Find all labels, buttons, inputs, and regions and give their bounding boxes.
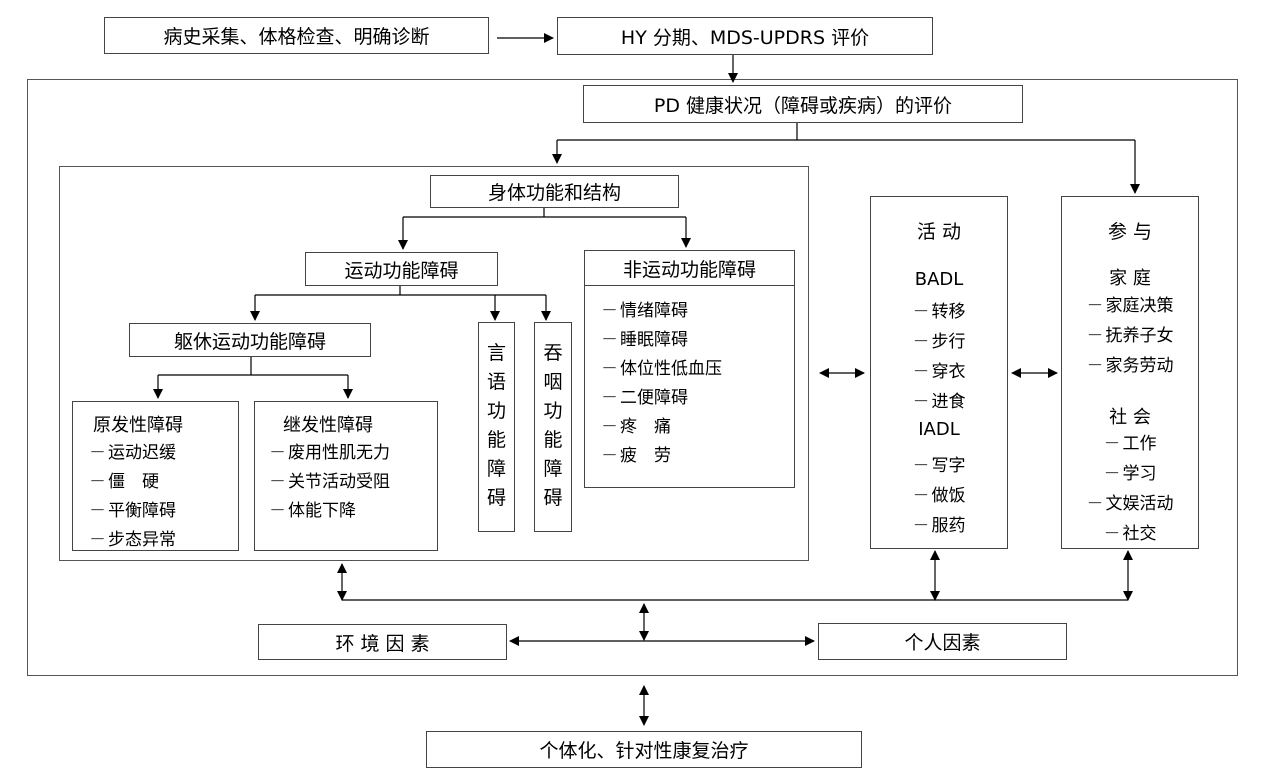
primary-disorder-box: 原发性障碍 运动迟缓 僵 硬 平衡障碍 步态异常: [72, 401, 239, 551]
list-item: 服药: [871, 511, 1007, 541]
nonmotor-dysfunction-header: 非运动功能障碍: [585, 251, 794, 286]
primary-disorder-list: 运动迟缓 僵 硬 平衡障碍 步态异常: [89, 439, 176, 555]
assessment-frame: [27, 79, 1238, 676]
environment-factors-box: 环 境 因 素: [258, 624, 507, 660]
list-item: 疼 痛: [601, 413, 722, 442]
list-item: 进食: [871, 387, 1007, 417]
motor-dysfunction-box: 运动功能障碍: [305, 252, 498, 286]
body-function-frame: [59, 166, 809, 561]
participation-title: 参 与: [1107, 221, 1153, 243]
list-item: 步态异常: [89, 526, 176, 555]
list-item: 抚养子女: [1062, 321, 1198, 351]
list-item: 社交: [1062, 519, 1198, 549]
personal-factors-box: 个人因素: [818, 623, 1067, 660]
secondary-disorder-title: 继发性障碍: [283, 415, 373, 436]
list-item: 穿衣: [871, 357, 1007, 387]
motor-dysfunction-label: 运动功能障碍: [344, 259, 459, 282]
list-item: 做饭: [871, 481, 1007, 511]
list-item: 转移: [871, 297, 1007, 327]
hy-staging-label: HY 分期、MDS-UPDRS 评价: [620, 26, 870, 49]
badl-label: BADL: [914, 269, 964, 290]
swallow-dysfunction-box: 吞 咽 功 能 障 碍: [534, 322, 572, 532]
speech-dysfunction-label: 言 语 功 能 障 碍: [486, 342, 506, 509]
list-item: 睡眠障碍: [601, 326, 722, 355]
list-item: 情绪障碍: [601, 297, 722, 326]
list-item: 写字: [871, 451, 1007, 481]
history-exam-diagnosis-label: 病史采集、体格检查、明确诊断: [163, 26, 430, 48]
iadl-label: IADL: [918, 419, 960, 440]
list-item: 疲 劳: [601, 442, 722, 471]
trunk-motor-dysfunction-box: 躯休运动功能障碍: [129, 323, 371, 357]
list-item: 运动迟缓: [89, 439, 176, 468]
activity-box: 活 动 BADL 转移 步行 穿衣 进食 IADL 写字 做饭 服药: [870, 196, 1008, 549]
secondary-disorder-list: 废用性肌无力 关节活动受阻 体能下降: [269, 439, 390, 526]
family-label: 家 庭: [1109, 268, 1151, 289]
body-function-box: 身体功能和结构: [430, 175, 679, 208]
iadl-list: 写字 做饭 服药: [871, 451, 1007, 541]
list-item: 体位性低血压: [601, 355, 722, 384]
treatment-label: 个体化、针对性康复治疗: [539, 740, 749, 762]
list-item: 平衡障碍: [89, 497, 176, 526]
body-function-label: 身体功能和结构: [487, 182, 621, 204]
list-item: 步行: [871, 327, 1007, 357]
pd-health-assessment-box: PD 健康状况（障碍或疾病）的评价: [583, 85, 1023, 123]
list-item: 二便障碍: [601, 384, 722, 413]
nonmotor-dysfunction-box: 非运动功能障碍 情绪障碍 睡眠障碍 体位性低血压 二便障碍 疼 痛 疲 劳: [584, 250, 795, 488]
list-item: 工作: [1062, 429, 1198, 459]
society-list: 工作 学习 文娱活动 社交: [1062, 429, 1198, 549]
list-item: 体能下降: [269, 497, 390, 526]
participation-box: 参 与 家 庭 家庭决策 抚养子女 家务劳动 社 会 工作 学习 文娱活动 社交: [1061, 196, 1199, 549]
secondary-disorder-box: 继发性障碍 废用性肌无力 关节活动受阻 体能下降: [254, 401, 438, 551]
environment-factors-label: 环 境 因 素: [335, 632, 430, 655]
primary-disorder-title: 原发性障碍: [93, 415, 183, 436]
personal-factors-label: 个人因素: [904, 632, 981, 654]
list-item: 家庭决策: [1062, 291, 1198, 321]
list-item: 家务劳动: [1062, 351, 1198, 381]
nonmotor-dysfunction-list: 情绪障碍 睡眠障碍 体位性低血压 二便障碍 疼 痛 疲 劳: [601, 297, 722, 471]
nonmotor-dysfunction-label: 非运动功能障碍: [622, 258, 756, 281]
hy-staging-box: HY 分期、MDS-UPDRS 评价: [557, 17, 933, 55]
trunk-motor-dysfunction-label: 躯休运动功能障碍: [173, 330, 326, 353]
pd-health-assessment-label: PD 健康状况（障碍或疾病）的评价: [653, 94, 953, 117]
swallow-dysfunction-label: 吞 咽 功 能 障 碍: [543, 342, 563, 509]
family-list: 家庭决策 抚养子女 家务劳动: [1062, 291, 1198, 381]
list-item: 废用性肌无力: [269, 439, 390, 468]
activity-title: 活 动: [916, 221, 962, 243]
badl-list: 转移 步行 穿衣 进食: [871, 297, 1007, 417]
list-item: 僵 硬: [89, 468, 176, 497]
list-item: 文娱活动: [1062, 489, 1198, 519]
list-item: 学习: [1062, 459, 1198, 489]
speech-dysfunction-box: 言 语 功 能 障 碍: [478, 322, 515, 532]
list-item: 关节活动受阻: [269, 468, 390, 497]
treatment-box: 个体化、针对性康复治疗: [426, 731, 862, 768]
history-exam-diagnosis-box: 病史采集、体格检查、明确诊断: [104, 17, 489, 54]
society-label: 社 会: [1109, 407, 1151, 428]
